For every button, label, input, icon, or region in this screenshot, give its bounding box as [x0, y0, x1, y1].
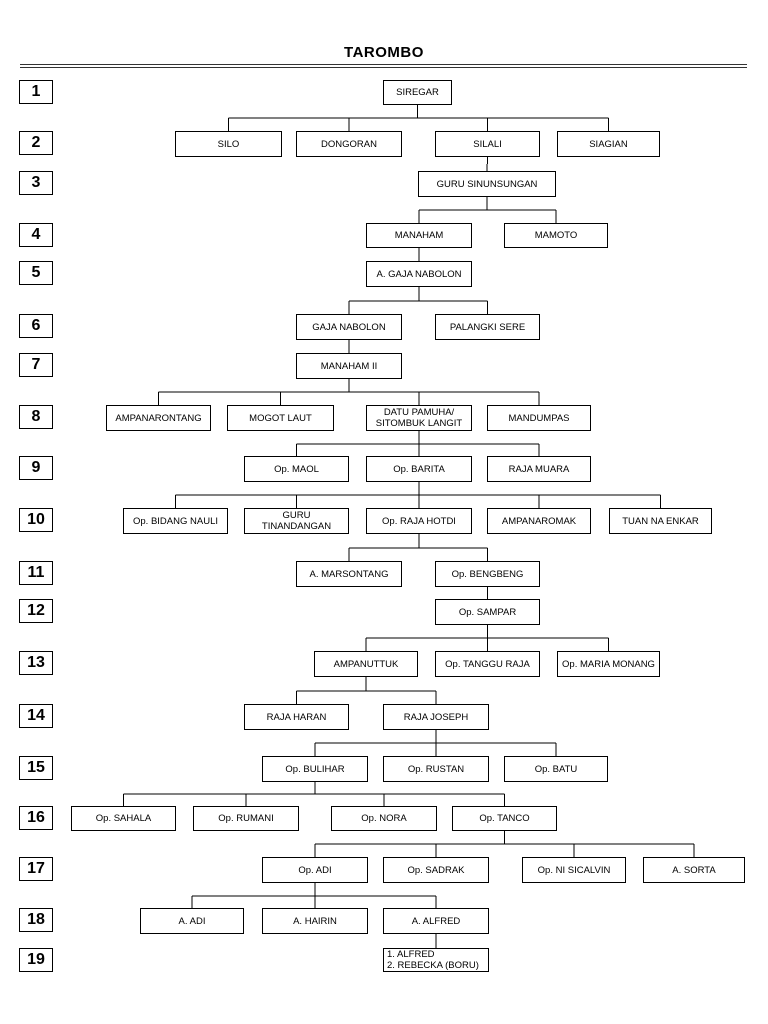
tree-node-mamoto: MAMOTO	[504, 223, 608, 248]
tree-node-mogot-laut: MOGOT LAUT	[227, 405, 334, 431]
tree-node-op-sahala: Op. SAHALA	[71, 806, 176, 831]
tree-node-a-hairin: A. HAIRIN	[262, 908, 368, 934]
tree-node-manaham-ii: MANAHAM II	[296, 353, 402, 379]
generation-number: 12	[19, 599, 53, 623]
tree-node-a-alfred: A. ALFRED	[383, 908, 489, 934]
generation-number: 8	[19, 405, 53, 429]
tree-node-op-adi: Op. ADI	[262, 857, 368, 883]
tree-node-silali: SILALI	[435, 131, 540, 157]
generation-number: 17	[19, 857, 53, 881]
tree-node-ampanaromak: AMPANAROMAK	[487, 508, 591, 534]
tree-node-a-marsontang: A. MARSONTANG	[296, 561, 402, 587]
tree-node-dongoran: DONGORAN	[296, 131, 402, 157]
generation-number: 16	[19, 806, 53, 830]
tree-node-raja-joseph: RAJA JOSEPH	[383, 704, 489, 730]
tree-node-op-barita: Op. BARITA	[366, 456, 472, 482]
generation-number: 10	[19, 508, 53, 532]
tree-node-op-maol: Op. MAOL	[244, 456, 349, 482]
generation-number: 11	[19, 561, 53, 585]
tree-node-op-bidang-nauli: Op. BIDANG NAULI	[123, 508, 228, 534]
tree-node-a-gaja-nabolon: A. GAJA NABOLON	[366, 261, 472, 287]
tree-node-op-raja-hotdi: Op. RAJA HOTDI	[366, 508, 472, 534]
tree-node-a-adi: A. ADI	[140, 908, 244, 934]
tree-node-op-rustan: Op. RUSTAN	[383, 756, 489, 782]
tree-node-alfred-children: 1. ALFRED 2. REBECKA (BORU)	[383, 948, 489, 972]
generation-number: 13	[19, 651, 53, 675]
tree-node-raja-haran: RAJA HARAN	[244, 704, 349, 730]
generation-number: 9	[19, 456, 53, 480]
generation-number: 19	[19, 948, 53, 972]
generation-number: 5	[19, 261, 53, 285]
generation-number: 2	[19, 131, 53, 155]
title-rule	[20, 67, 747, 68]
tree-node-gaja-nabolon: GAJA NABOLON	[296, 314, 402, 340]
tree-node-op-maria-monang: Op. MARIA MONANG	[557, 651, 660, 677]
tree-node-op-rumani: Op. RUMANI	[193, 806, 299, 831]
tree-node-op-batu: Op. BATU	[504, 756, 608, 782]
tree-node-ampanuttuk: AMPANUTTUK	[314, 651, 418, 677]
tree-node-raja-muara: RAJA MUARA	[487, 456, 591, 482]
tree-node-op-ni-sicalvin: Op. NI SICALVIN	[522, 857, 626, 883]
tree-node-ampanarontang: AMPANARONTANG	[106, 405, 211, 431]
diagram-title: TAROMBO	[344, 44, 424, 61]
tree-node-palangki-sere: PALANGKI SERE	[435, 314, 540, 340]
tree-node-siagian: SIAGIAN	[557, 131, 660, 157]
generation-number: 4	[19, 223, 53, 247]
tree-node-op-nora: Op. NORA	[331, 806, 437, 831]
generation-number: 14	[19, 704, 53, 728]
tree-node-tuan-na-enkar: TUAN NA ENKAR	[609, 508, 712, 534]
tree-node-guru-tinandangan: GURU TINANDANGAN	[244, 508, 349, 534]
tree-node-op-bulihar: Op. BULIHAR	[262, 756, 368, 782]
generation-number: 1	[19, 80, 53, 104]
tree-node-op-sadrak: Op. SADRAK	[383, 857, 489, 883]
tree-node-a-sorta: A. SORTA	[643, 857, 745, 883]
tree-node-op-tanggu-raja: Op. TANGGU RAJA	[435, 651, 540, 677]
generation-number: 3	[19, 171, 53, 195]
generation-number: 7	[19, 353, 53, 377]
tree-node-guru-sinunsungan: GURU SINUNSUNGAN	[418, 171, 556, 197]
tree-node-op-tanco: Op. TANCO	[452, 806, 557, 831]
tree-node-mandumpas: MANDUMPAS	[487, 405, 591, 431]
generation-number: 15	[19, 756, 53, 780]
generation-number: 6	[19, 314, 53, 338]
tree-node-silo: SILO	[175, 131, 282, 157]
tree-node-manaham: MANAHAM	[366, 223, 472, 248]
title-rule	[20, 64, 747, 65]
generation-number: 18	[19, 908, 53, 932]
tree-node-op-bengbeng: Op. BENGBENG	[435, 561, 540, 587]
tree-node-op-sampar: Op. SAMPAR	[435, 599, 540, 625]
tree-node-siregar: SIREGAR	[383, 80, 452, 105]
tree-node-datu-pamuha: DATU PAMUHA/ SITOMBUK LANGIT	[366, 405, 472, 431]
